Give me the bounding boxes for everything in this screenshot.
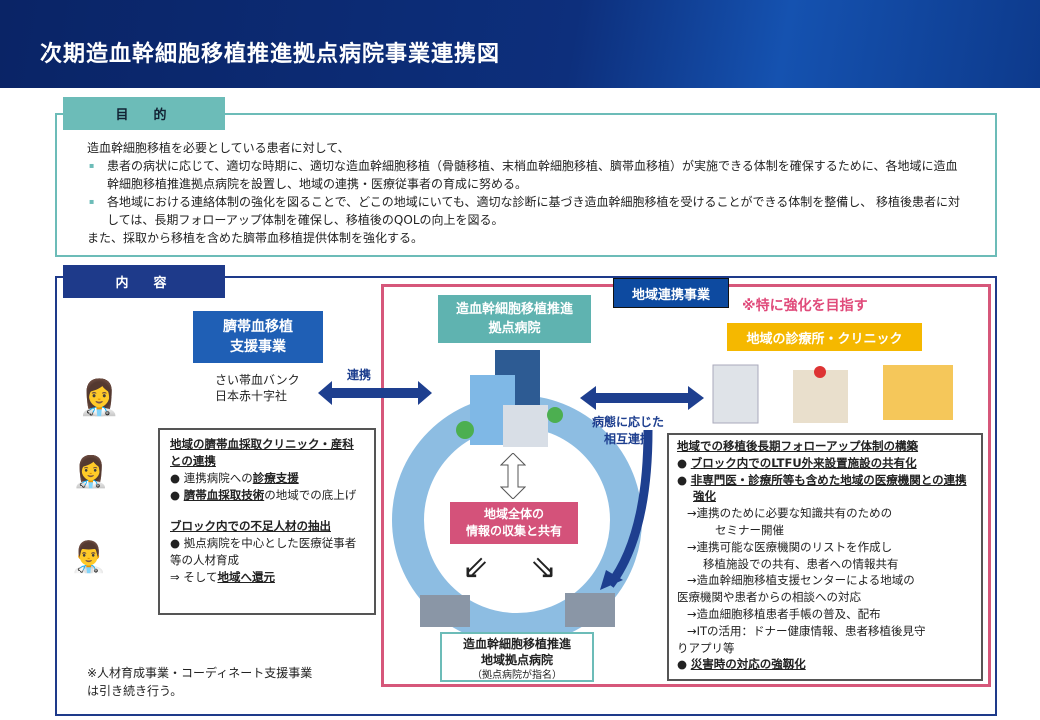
callout-item: ⇒ そして地域へ還元 (170, 570, 275, 584)
regional-hub-box: 造血幹細胞移植推進 地域拠点病院 （拠点病院が指名） (440, 632, 594, 682)
callout-heading: 地域の臍帯血採取クリニック・産科との連携 (170, 437, 354, 468)
mutual-collab-label: 病態に応じた相互連携 (592, 415, 665, 446)
continuation-note: ※人材育成事業・コーディネート支援事業は引き続き行う。 (87, 666, 313, 698)
header-banner (0, 0, 1040, 88)
callout-item: ブロック内でのLTFU外来設置施設の共有化 (677, 455, 973, 472)
callout-heading: 地域での移植後長期フォローアップ体制の構築 (677, 439, 919, 453)
regional-hospital-buildings-icon (420, 593, 615, 627)
purpose-bullet: 各地域における連絡体制の強化を図ることで、どこの地域にいても、適切な診断に基づき… (87, 193, 965, 229)
mutual-double-arrow (580, 386, 704, 410)
curved-arrow-icon (600, 429, 653, 590)
callout-subitem: →造血細胞移植患者手帳の普及、配布 (687, 606, 881, 621)
link-label: 連携 (347, 368, 372, 382)
callout-subitem: →連携のために必要な知識共有のための (687, 506, 893, 521)
cord-bank-label: さい帯血バンク 日本赤十字社 (215, 372, 300, 404)
callout-subitem: →連携可能な医療機関のリストを作成し (687, 539, 893, 554)
diagonal-arrow-icon: ⇙ (462, 548, 489, 586)
link-double-arrow (318, 381, 432, 405)
nurses-icon: 👩‍⚕️ (72, 455, 110, 490)
callout-heading: ブロック内での不足人材の抽出 (170, 519, 331, 533)
purpose-bullet: 患者の病状に応じて、適切な時期に、適切な造血幹細胞移植（骨髄移植、末梢血幹細胞移… (87, 157, 965, 193)
purpose-box: 造血幹細胞移植を必要としている患者に対して、 患者の病状に応じて、適切な時期に、… (55, 113, 997, 257)
callout-subitem: 医療機関や患者からの相談への対応 (677, 590, 861, 605)
hub-hospital-building-icon (456, 350, 563, 447)
purpose-closing: また、採取から移植を含めた臍帯血移植提供体制を強化する。 (87, 231, 424, 245)
red-cross: 日本赤十字社 (215, 389, 288, 403)
callout-item: 拠点病院を中心とした医療従事者等の人材育成 (170, 535, 364, 569)
page-title: 次期造血幹細胞移植推進拠点病院事業連携図 (40, 42, 501, 67)
left-callout: 地域の臍帯血採取クリニック・産科との連携 連携病院への診療支援 臍帯血採取技術の… (158, 428, 376, 615)
right-callout: 地域での移植後長期フォローアップ体制の構築 ブロック内でのLTFU外来設置施設の… (667, 433, 983, 681)
purpose-tag: 目 的 (63, 97, 225, 130)
callout-subitem: →造血幹細胞移植支援センターによる地域の (687, 573, 915, 588)
vertical-double-arrow (500, 453, 526, 499)
diagonal-arrow-icon: ⇘ (530, 548, 557, 586)
callout-item: 連携病院への診療支援 (170, 470, 364, 487)
medical-team-icon: 👨‍⚕️ (70, 540, 108, 575)
clinic-buildings-icon (712, 364, 953, 424)
callout-item: 非専門医・診療所等も含めた地域の医療機関との連携強化 (677, 472, 973, 506)
info-sharing-box: 地域全体の 情報の収集と共有 (450, 502, 578, 544)
clinic-label: 地域の診療所・クリニック (727, 323, 922, 351)
callout-subitem: 移植施設での共有、患者への情報共有 (703, 556, 899, 571)
purpose-intro: 造血幹細胞移植を必要としている患者に対して、 (87, 141, 350, 155)
cord-blood-support-box: 臍帯血移植 支援事業 (193, 311, 323, 363)
callout-item: 臍帯血採取技術の地域での底上げ (170, 487, 364, 504)
callout-item: 災害時の対応の強靱化 (677, 656, 973, 673)
callout-subitem: りアプリ等 (677, 640, 735, 655)
emphasis-note: ※特に強化を目指す (742, 298, 868, 314)
callout-subitem: セミナー開催 (715, 522, 784, 537)
regional-tag: 地域連携事業 (613, 278, 729, 308)
medical-staff-icon: 👩‍⚕️ (78, 378, 121, 418)
content-box (55, 276, 997, 716)
content-tag: 内 容 (63, 265, 225, 298)
hub-hospital-label: 造血幹細胞移植推進 拠点病院 (438, 295, 591, 343)
cord-bank: さい帯血バンク (215, 373, 300, 387)
callout-subitem: →ITの活用：ドナー健康情報、患者移植後見守 (687, 623, 926, 638)
